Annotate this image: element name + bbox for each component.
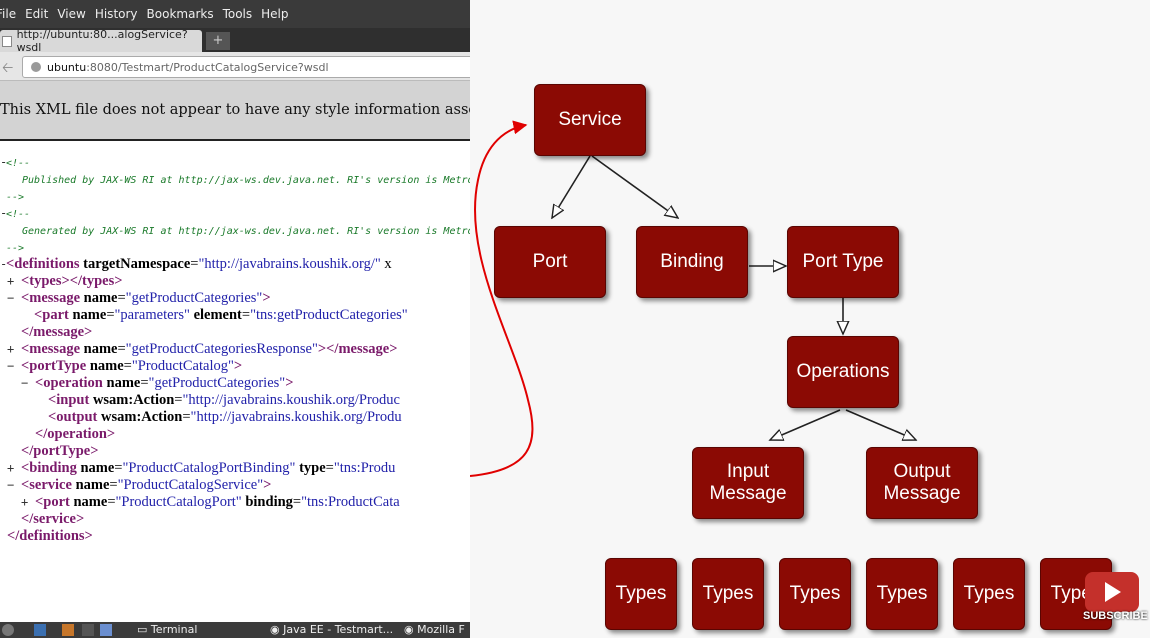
node-types: Types xyxy=(866,558,938,630)
service-to-port-arrow xyxy=(552,155,591,218)
xml-comment-close: --> xyxy=(6,243,25,254)
node-port-type: Port Type xyxy=(787,226,899,298)
expand-toggle[interactable]: + xyxy=(21,495,29,509)
url-host: ubuntu xyxy=(47,60,87,74)
node-input-message: Input Message xyxy=(692,447,804,519)
globe-icon xyxy=(31,62,41,72)
node-types: Types xyxy=(779,558,851,630)
menu-gear-icon[interactable] xyxy=(2,624,14,636)
collapse-toggle[interactable]: − xyxy=(7,291,15,305)
back-arrow-icon[interactable]: 🡠 xyxy=(2,60,14,76)
xml-output: <output wsam:Action="http://javabrains.k… xyxy=(48,409,402,425)
xml-part: <part name="parameters" element="tns:get… xyxy=(34,307,408,323)
service-to-binding-arrow xyxy=(591,155,678,218)
xml-service-open: −<service name="ProductCatalogService"> xyxy=(7,477,272,493)
new-tab-button[interactable]: + xyxy=(206,32,230,50)
xml-port: +<port name="ProductCatalogPort" binding… xyxy=(21,494,400,510)
firefox-icon: ◉ xyxy=(404,623,418,636)
xml-comment-close: --> xyxy=(6,192,25,203)
node-input-message-line1: Input xyxy=(726,461,770,482)
tab-bar: http://ubuntu:80...alogService?wsdl + xyxy=(0,28,470,54)
menu-tools[interactable]: Tools xyxy=(222,7,253,21)
xml-info-banner: This XML file does not appear to have an… xyxy=(0,81,470,141)
terminal-launcher-icon[interactable] xyxy=(82,624,94,636)
node-port: Port xyxy=(494,226,606,298)
browser-window: File Edit View History Bookmarks Tools H… xyxy=(0,0,470,638)
taskbar-eclipse[interactable]: ◉ Java EE - Testmart... xyxy=(270,623,394,636)
page-icon xyxy=(2,35,12,47)
xml-comment: -<!-- xyxy=(0,155,31,169)
url-bar[interactable]: ubuntu :8080/Testmart/ProductCatalogServ… xyxy=(22,56,470,78)
node-output-message-line1: Output xyxy=(893,461,951,482)
collapse-toggle[interactable]: - xyxy=(0,257,8,271)
taskbar-terminal[interactable]: ▭ Terminal xyxy=(137,623,198,636)
menu-file[interactable]: File xyxy=(0,7,17,21)
node-service: Service xyxy=(534,84,646,156)
terminal-icon: ▭ xyxy=(137,623,151,636)
node-types: Types xyxy=(953,558,1025,630)
browser-launcher-icon[interactable] xyxy=(100,624,112,636)
xml-tree: -<!-- Published by JAX-WS RI at http://j… xyxy=(0,154,470,545)
wsdl-diagram: Service Port Binding Port Type Operation… xyxy=(470,0,1150,638)
youtube-subscribe-button[interactable] xyxy=(1085,572,1139,612)
xml-binding: +<binding name="ProductCatalogPortBindin… xyxy=(7,460,396,476)
node-output-message: Output Message xyxy=(866,447,978,519)
xml-service-close: </service> xyxy=(21,511,85,527)
menu-bookmarks[interactable]: Bookmarks xyxy=(146,7,214,21)
xml-operation-open: −<operation name="getProductCategories"> xyxy=(21,375,294,391)
operations-to-output-arrow xyxy=(845,409,916,440)
node-input-message-line2: Message xyxy=(709,483,787,504)
menu-bar: File Edit View History Bookmarks Tools H… xyxy=(0,0,470,28)
subscribe-label[interactable]: SUBSCRIBE xyxy=(1083,610,1148,622)
eclipse-icon: ◉ xyxy=(270,623,284,636)
collapse-toggle[interactable]: − xyxy=(7,359,15,373)
xml-definitions-close: </definitions> xyxy=(7,528,93,544)
xml-message-close: </message> xyxy=(21,324,93,340)
xml-info-text: This XML file does not appear to have an… xyxy=(0,102,470,118)
menu-help[interactable]: Help xyxy=(261,7,289,21)
operations-to-input-arrow xyxy=(770,409,841,440)
xml-message: +<message name="getProductCategoriesResp… xyxy=(7,341,398,357)
taskbar-mozilla[interactable]: ◉ Mozilla F xyxy=(404,623,465,636)
xml-comment-text: Generated by JAX-WS RI at http://jax-ws.… xyxy=(22,226,470,237)
browser-tab[interactable]: http://ubuntu:80...alogService?wsdl xyxy=(0,28,202,54)
xml-comment: -<!-- xyxy=(0,206,31,220)
expand-toggle[interactable]: + xyxy=(7,461,15,475)
xml-message-open: −<message name="getProductCategories"> xyxy=(7,290,271,306)
url-path: :8080/Testmart/ProductCatalogService?wsd… xyxy=(86,60,329,74)
menu-view[interactable]: View xyxy=(57,7,86,21)
red-connector-arrow xyxy=(470,120,534,477)
xml-input: <input wsam:Action="http://javabrains.ko… xyxy=(48,392,400,408)
collapse-toggle[interactable]: − xyxy=(7,478,15,492)
tab-title: http://ubuntu:80...alogService?wsdl xyxy=(16,28,188,54)
play-icon xyxy=(1105,582,1121,602)
node-output-message-line2: Message xyxy=(883,483,961,504)
desktop-icon[interactable] xyxy=(34,624,46,636)
xml-porttype-close: </portType> xyxy=(21,443,99,459)
node-types: Types xyxy=(692,558,764,630)
xml-types: +<types></types> xyxy=(7,273,123,289)
expand-toggle[interactable]: + xyxy=(7,342,15,356)
xml-comment-text: Published by JAX-WS RI at http://jax-ws.… xyxy=(22,175,470,186)
node-binding: Binding xyxy=(636,226,748,298)
navigation-bar: 🡠 ubuntu :8080/Testmart/ProductCatalogSe… xyxy=(0,52,470,81)
node-types: Types xyxy=(605,558,677,630)
xml-definitions-open: -<definitions targetNamespace="http://ja… xyxy=(0,256,392,272)
xml-operation-close: </operation> xyxy=(35,426,116,442)
xml-porttype-open: −<portType name="ProductCatalog"> xyxy=(7,358,243,374)
menu-history[interactable]: History xyxy=(94,7,138,21)
expand-toggle[interactable]: + xyxy=(7,274,15,288)
taskbar: ▭ Terminal ◉ Java EE - Testmart... ◉ Moz… xyxy=(0,622,470,638)
node-operations: Operations xyxy=(787,336,899,408)
menu-edit[interactable]: Edit xyxy=(25,7,49,21)
collapse-toggle[interactable]: − xyxy=(21,376,29,390)
files-icon[interactable] xyxy=(62,624,74,636)
diagram-arrows xyxy=(470,120,1150,477)
